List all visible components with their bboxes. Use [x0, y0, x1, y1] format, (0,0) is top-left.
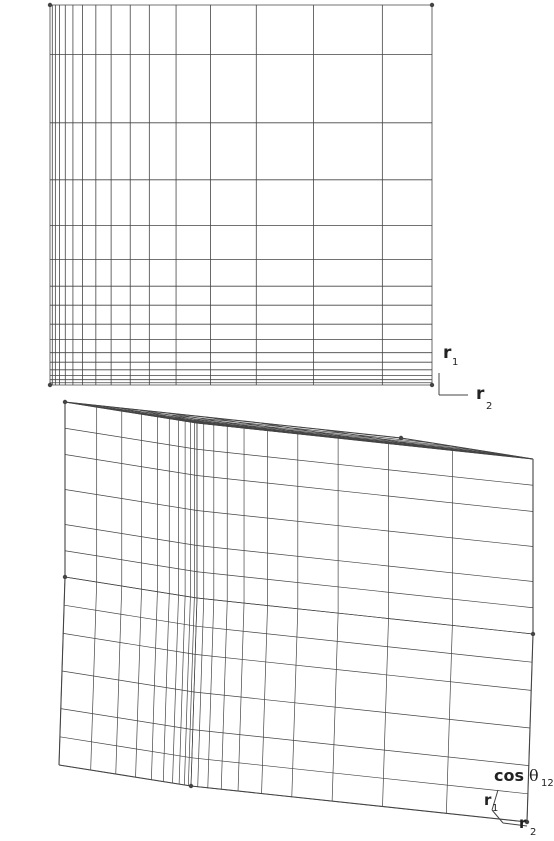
grid-3d-right-line — [196, 571, 534, 609]
grid-3d-box-edge — [526, 633, 534, 823]
grid-3d-top-line — [96, 406, 433, 444]
grid-3d-lower-line — [59, 736, 192, 759]
grid-3d-box-edge — [58, 764, 192, 787]
axis-3d-r2-line — [502, 822, 528, 827]
grid-3d-box-edge — [190, 785, 528, 823]
grid-3d-top-line — [111, 406, 245, 429]
grid-3d-corner-dot — [62, 399, 68, 405]
grid-3d-top-line — [206, 416, 339, 439]
grid-3d-top-line — [178, 419, 515, 457]
axis-label-r1-2d: r — [443, 343, 452, 363]
axis-3d-cos-line — [491, 789, 499, 811]
grid-3d-front-line — [192, 729, 529, 766]
grid-3d-box-edge — [64, 401, 402, 439]
grid-3d-panel — [58, 399, 536, 825]
grid-3d-box-edge — [58, 576, 66, 766]
grid-3d-corner-dot — [524, 819, 530, 825]
grid-3d-front-line — [193, 691, 531, 729]
grid-3d-corner-dot — [398, 435, 404, 441]
axis-label-cos-3d: cos — [494, 766, 524, 785]
grid-3d-left-line — [64, 489, 198, 511]
grid-3d-top-line — [165, 412, 298, 435]
grid-3d-right-line — [196, 475, 534, 512]
axis-indicator-3d — [491, 789, 528, 827]
grid-3d-front-line — [196, 597, 534, 635]
axis-label-r1-3d: r — [484, 791, 492, 809]
grid-3d-lower-line — [60, 708, 193, 730]
grid-3d-left-line — [64, 524, 198, 546]
grid-3d-box-edge — [196, 422, 534, 460]
grid-3d-left-line — [64, 550, 198, 573]
grid-3d-top-line — [135, 409, 268, 431]
grid-3d-right-line — [196, 448, 534, 486]
grid-3d-top-line — [141, 413, 478, 451]
axis-label-r2-sub-2d: 2 — [486, 401, 493, 412]
grid-3d-front-line — [195, 654, 532, 691]
grid-3d-lower-line — [64, 576, 198, 599]
axis-label-r1-sub-3d: 1 — [492, 803, 499, 814]
grid-3d-corner-dot — [530, 631, 536, 637]
grid-2d-corner-dot — [429, 382, 435, 388]
grid-3d-corner-dot — [62, 574, 68, 580]
grid-3d-front-line — [196, 625, 533, 663]
grid-2d-corner-dot — [429, 2, 435, 8]
grid-3d-lower-line — [63, 633, 196, 655]
grid-3d-left-line — [64, 454, 198, 476]
grid-3d-top-line — [320, 429, 453, 451]
grid-3d-top-line — [169, 418, 506, 455]
grid-2d-corner-dot — [47, 382, 53, 388]
grid-3d-lower-line — [61, 670, 195, 693]
grid-3d-left-line — [64, 427, 198, 450]
axis-label-r2-3d: r — [519, 814, 527, 832]
grid-3d-right-line — [196, 545, 534, 582]
axis-label-theta-3d: θ — [529, 766, 539, 785]
grid-3d-top-line — [256, 422, 389, 444]
grid-2d-panel — [47, 2, 435, 388]
grid-3d-top-line — [157, 416, 494, 454]
axis-indicator-2d — [438, 373, 468, 396]
grid-3d-top-line — [121, 410, 458, 448]
grid-2d-corner-dot — [47, 2, 53, 8]
axis-3d-r1-line — [491, 809, 504, 824]
grid-3d-lower-line — [64, 604, 197, 627]
axis-label-theta-sub-3d: 12 — [541, 778, 554, 789]
axis-label-r1-sub-2d: 1 — [452, 357, 459, 368]
grid-3d-box-edge — [400, 437, 534, 460]
axis-label-r2-2d: r — [476, 384, 485, 404]
grid-3d-front-line — [191, 757, 528, 795]
grid-3d-right-line — [196, 510, 534, 547]
grid-3d-corner-dot — [188, 783, 194, 789]
axis-label-r2-sub-3d: 2 — [530, 827, 537, 838]
grid-3d-box-edge — [64, 401, 198, 424]
